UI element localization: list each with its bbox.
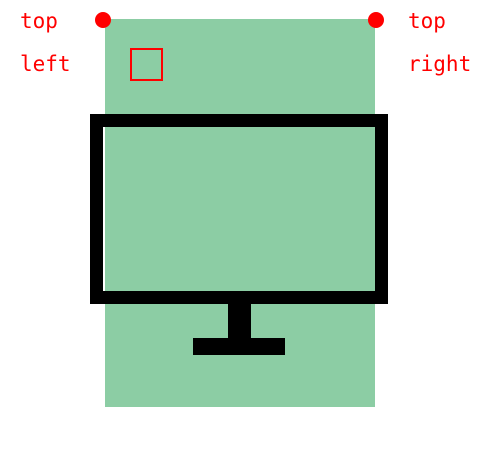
- top-left-label-line2: left: [20, 52, 71, 76]
- top-left-corner-dot-icon: [95, 12, 111, 28]
- top-right-label-line1: top: [408, 9, 446, 33]
- small-square-outline-icon: [130, 48, 163, 81]
- monitor-base: [193, 338, 285, 355]
- monitor-screen-frame: [90, 114, 388, 304]
- top-left-label-line1: top: [20, 9, 58, 33]
- top-right-label-line2: right: [408, 52, 472, 76]
- monitor-neck: [228, 303, 251, 341]
- top-right-corner-dot-icon: [368, 12, 384, 28]
